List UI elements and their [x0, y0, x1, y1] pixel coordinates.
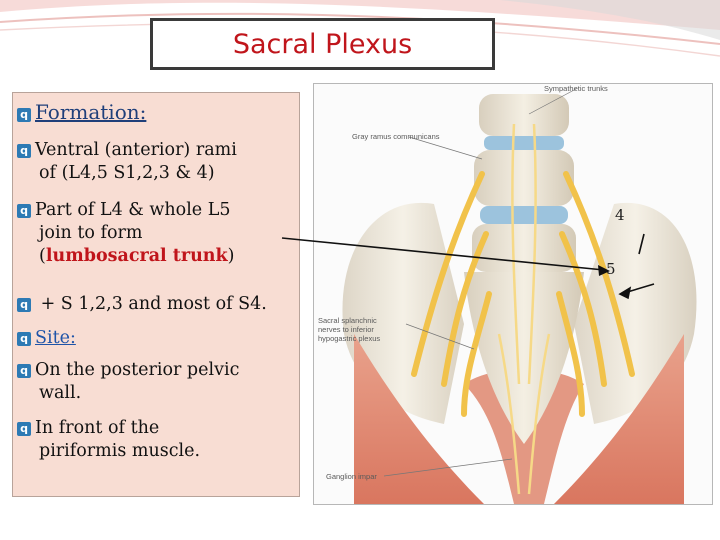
- bullet-icon: q: [17, 364, 31, 378]
- bullet-icon: q: [17, 108, 31, 122]
- sacral-plexus-illustration: [314, 84, 712, 504]
- label-sympathetic-trunks: Sympathetic trunks: [544, 84, 608, 93]
- bullet-icon: q: [17, 144, 31, 158]
- label-gray-ramus: Gray ramus communicans: [352, 132, 440, 141]
- label-number-4: 4: [615, 206, 625, 224]
- bullet-icon: q: [17, 204, 31, 218]
- bullet-icon: q: [17, 332, 31, 346]
- title-box: Sacral Plexus: [150, 18, 495, 70]
- lumbosacral-line: (lumbosacral trunk): [39, 246, 235, 266]
- label-number-5: 5: [606, 260, 616, 278]
- formation-bullet-sacral: q + S 1,2,3 and most of S4.: [17, 293, 267, 316]
- anatomy-figure: Sympathetic trunks Gray ramus communican…: [313, 83, 713, 505]
- page-title: Sacral Plexus: [232, 28, 413, 60]
- label-sacral-splanchnic-1: Sacral splanchnic: [318, 316, 377, 325]
- label-ganglion-impar: Ganglion impar: [326, 472, 377, 481]
- label-sacral-splanchnic-2: nerves to inferior: [318, 325, 374, 334]
- bullet-icon: q: [17, 422, 31, 436]
- label-sacral-splanchnic-3: hypogastric plexus: [318, 334, 381, 343]
- bullet-icon: q: [17, 298, 31, 312]
